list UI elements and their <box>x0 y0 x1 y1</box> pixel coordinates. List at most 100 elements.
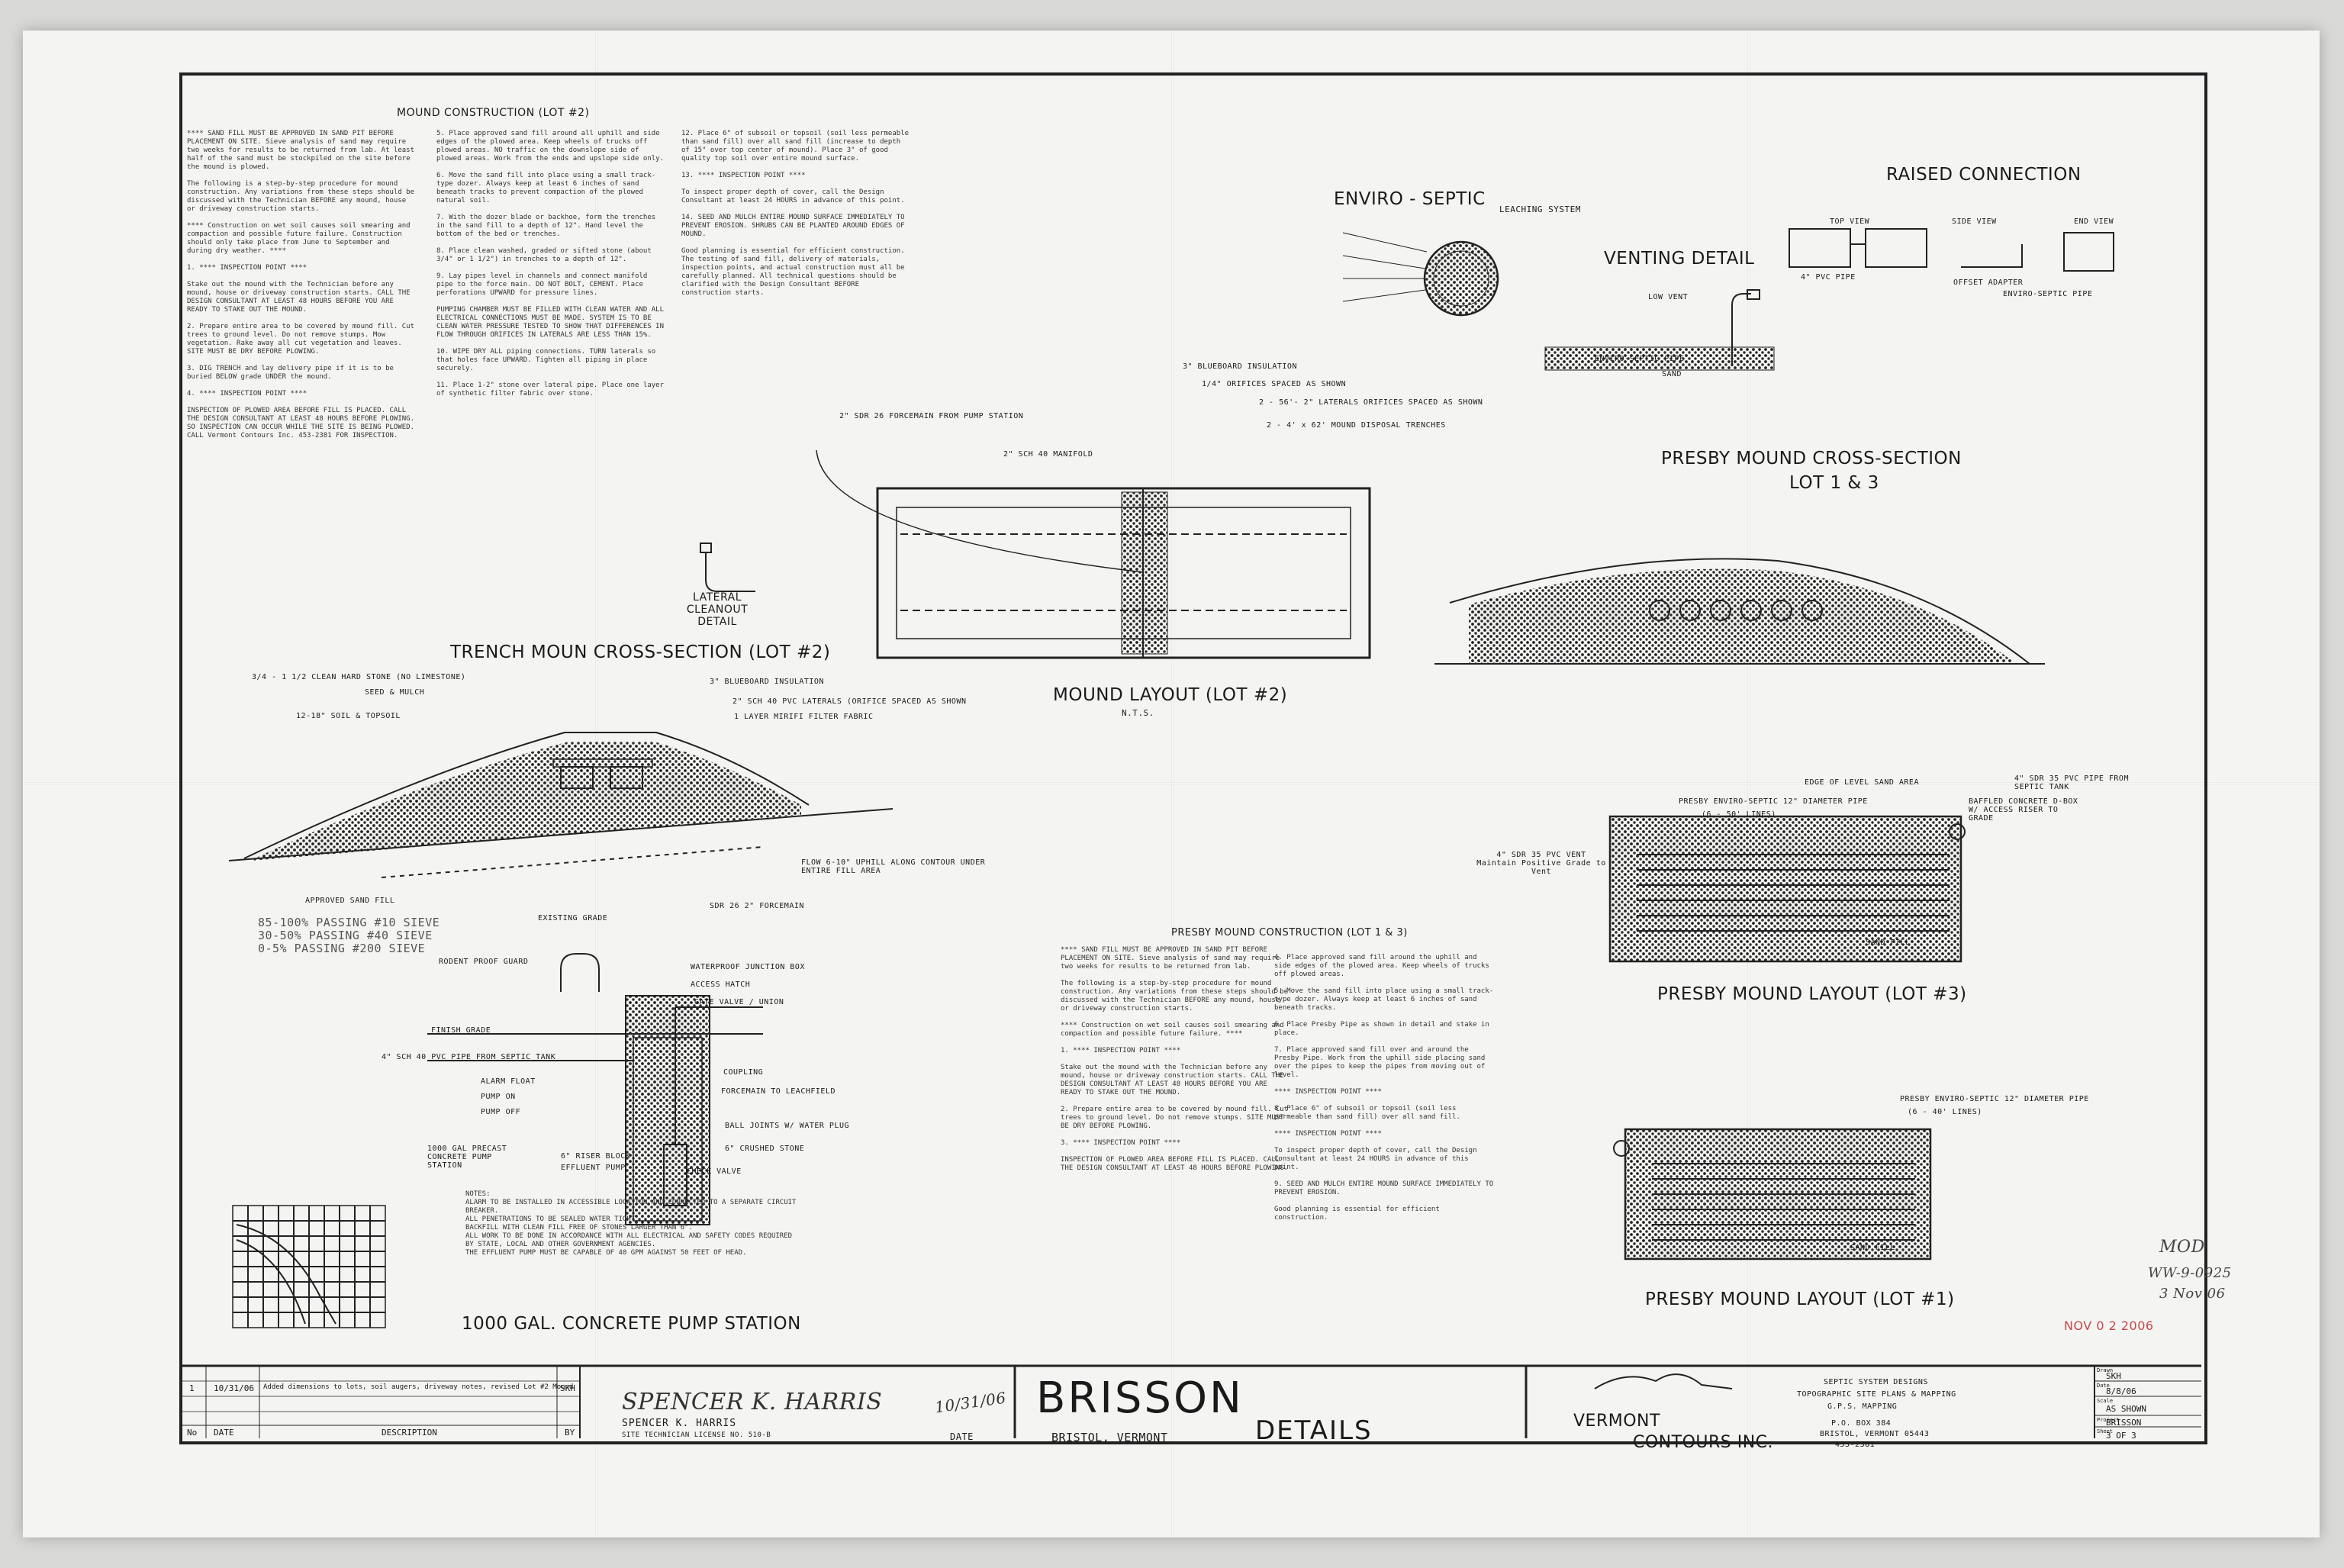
label-approved-sand: APPROVED SAND FILL <box>305 897 395 905</box>
label-pipe-from-tank: 4" SDR 35 PVC PIPE FROM SEPTIC TANK <box>2014 774 2129 791</box>
license-number: SITE TECHNICIAN LICENSE NO. 510-B <box>622 1431 771 1439</box>
sheet-title: DETAILS <box>1255 1415 1373 1446</box>
heading-lateral-cleanout: LATERAL CLEANOUT DETAIL <box>686 591 749 628</box>
label-presby-pipe-lot3: PRESBY ENVIRO-SEPTIC 12" DIAMETER PIPE <box>1679 797 1868 806</box>
address-2: BRISTOL, VERMONT 05443 <box>1820 1430 1930 1438</box>
heading-venting-detail: VENTING DETAIL <box>1604 249 1755 269</box>
heading-pump-station: 1000 GAL. CONCRETE PUMP STATION <box>462 1314 801 1334</box>
services-2: TOPOGRAPHIC SITE PLANS & MAPPING <box>1797 1390 1956 1399</box>
label-access-hatch: ACCESS HATCH <box>691 980 751 989</box>
heading-trench-cross-section: TRENCH MOUN CROSS-SECTION (LOT #2) <box>450 642 831 662</box>
technician-name: SPENCER K. HARRIS <box>622 1418 737 1429</box>
heading-presby-cross-section-lot: LOT 1 & 3 <box>1789 473 1879 493</box>
label-coupling: COUPLING <box>723 1068 764 1077</box>
label-sand-fill-lot3: SAND FILL <box>1866 939 1911 947</box>
scale-label: Scale <box>2097 1398 2114 1404</box>
label-rodent-guard: RODENT PROOF GUARD <box>439 958 529 966</box>
label-side-view: SIDE VIEW <box>1952 217 1997 226</box>
enviro-septic-pipe-section <box>1342 232 1499 317</box>
label-orifices: 1/4" ORIFICES SPACED AS SHOWN <box>1202 380 1347 388</box>
label-gate-valve: GATE VALVE / UNION <box>694 998 784 1006</box>
date-label: DATE <box>950 1431 974 1442</box>
rev-no: 1 <box>189 1383 195 1393</box>
mound-construction-notes-2: 5. Place approved sand fill around all u… <box>436 130 665 398</box>
label-sand: SAND <box>1662 370 1682 378</box>
paper-fold <box>23 782 2320 785</box>
enviro-septic-subtitle: LEACHING SYSTEM <box>1499 204 1581 214</box>
label-vent: 4" SDR 35 PVC VENT Maintain Positive Gra… <box>1476 851 1606 876</box>
rev-description: Added dimensions to lots, soil augers, d… <box>263 1383 574 1391</box>
company-name-2: CONTOURS INC. <box>1633 1433 1774 1452</box>
date-field-label: Date <box>2097 1383 2110 1389</box>
label-sieve-1: 85-100% PASSING #10 SIEVE <box>258 916 440 929</box>
heading-mound-construction: MOUND CONSTRUCTION (LOT #2) <box>397 107 590 119</box>
drawn-label: Drawn <box>2097 1367 2114 1373</box>
label-finish-grade: FINISH GRADE <box>431 1026 491 1035</box>
presby-mound-cross-section <box>1434 558 2045 665</box>
label-offset-adapter: OFFSET ADAPTER <box>1953 279 2024 287</box>
col-date: DATE <box>214 1428 234 1438</box>
date-value: 8/8/06 <box>2106 1386 2136 1396</box>
label-sand-fill-lot1: SAND FILL <box>1850 1244 1895 1252</box>
handwritten-date: 3 Nov 06 <box>2159 1286 2226 1302</box>
label-forcemain-leach: FORCEMAIN TO LEACHFIELD <box>721 1087 836 1096</box>
presby-layout-lot1 <box>1613 1128 1932 1261</box>
company-name-1: VERMONT <box>1573 1412 1660 1431</box>
label-blueboard-2: 3" BLUEBOARD INSULATION <box>1183 362 1297 371</box>
handwritten-permit: WW-9-0925 <box>2148 1265 2232 1281</box>
label-enviro-pipe: ENVIRO-SEPTIC PIPE <box>1595 355 1685 363</box>
venting-detail <box>1544 289 1775 371</box>
label-flow: FLOW 6-10" UPHILL ALONG CONTOUR UNDER EN… <box>801 858 986 875</box>
client-name: BRISSON <box>1036 1373 1244 1423</box>
presby-construction-notes-1: **** SAND FILL MUST BE APPROVED IN SAND … <box>1061 946 1289 1172</box>
label-top-view: TOP VIEW <box>1830 217 1870 226</box>
label-pump-off: PUMP OFF <box>481 1108 521 1116</box>
sheet-label: Sheet <box>2097 1428 2114 1434</box>
label-trenches: 2 - 4' x 62' MOUND DISPOSAL TRENCHES <box>1267 421 1446 430</box>
label-manifold: 2" SCH 40 MANIFOLD <box>1003 450 1093 459</box>
label-clean-stone: 3/4 - 1 1/2 CLEAN HARD STONE (NO LIMESTO… <box>252 673 466 681</box>
label-edge-level: EDGE OF LEVEL SAND AREA <box>1805 778 1919 787</box>
label-filter-fabric: 1 LAYER MIRIFI FILTER FABRIC <box>734 713 874 721</box>
drawn-value: SKH <box>2106 1371 2121 1381</box>
lateral-cleanout-detail <box>700 543 755 592</box>
drawing-sheet <box>23 31 2320 1537</box>
label-low-vent: LOW VENT <box>1648 293 1689 301</box>
label-sieve-3: 0-5% PASSING #200 SIEVE <box>258 942 426 955</box>
pump-performance-curve <box>232 1205 386 1328</box>
phone: 453-2381 <box>1835 1441 1876 1449</box>
heading-presby-layout-lot3: PRESBY MOUND LAYOUT (LOT #3) <box>1657 984 1967 1004</box>
label-inlet-pipe: 4" SCH 40 PVC PIPE FROM SEPTIC TANK <box>382 1053 556 1061</box>
label-forcemain: SDR 26 2" FORCEMAIN <box>710 902 804 910</box>
label-forcemain-pump: 2" SDR 26 FORCEMAIN FROM PUMP STATION <box>839 412 1024 420</box>
label-presby-pipe-lot1: PRESBY ENVIRO-SEPTIC 12" DIAMETER PIPE <box>1900 1095 2089 1103</box>
technician-signature: SPENCER K. HARRIS <box>622 1389 883 1415</box>
heading-raised-connection: RAISED CONNECTION <box>1886 165 2082 185</box>
heading-enviro-septic: ENVIRO - SEPTIC <box>1334 189 1486 209</box>
label-waterproof-box: WATERPROOF JUNCTION BOX <box>691 963 805 971</box>
heading-presby-layout-lot1: PRESBY MOUND LAYOUT (LOT #1) <box>1645 1289 1955 1309</box>
label-pvc-laterals: 2" SCH 40 PVC LATERALS (ORIFICE SPACED A… <box>732 697 967 706</box>
label-blueboard: 3" BLUEBOARD INSULATION <box>710 678 824 686</box>
pump-station-section <box>427 953 763 1225</box>
label-ball-joints: BALL JOINTS W/ WATER PLUG <box>725 1122 850 1130</box>
label-pump-on: PUMP ON <box>481 1093 516 1101</box>
mound-construction-notes-3: 12. Place 6" of subsoil or topsoil (soil… <box>681 130 910 297</box>
label-effluent-pump: EFFLUENT PUMP <box>561 1164 626 1172</box>
label-lines-lot1: (6 - 40' LINES) <box>1908 1108 1982 1116</box>
scale-value: AS SHOWN <box>2106 1404 2146 1414</box>
presby-layout-lot3 <box>1608 815 1966 963</box>
project-location: BRISTOL, VERMONT <box>1051 1431 1168 1444</box>
rev-by: SKH <box>560 1383 575 1393</box>
received-stamp: NOV 0 2 2006 <box>2064 1318 2154 1333</box>
col-no: No <box>187 1428 198 1438</box>
pump-station-notes: NOTES: ALARM TO BE INSTALLED IN ACCESSIB… <box>465 1190 797 1257</box>
title-block-lines <box>182 1364 2201 1438</box>
heading-presby-construction: PRESBY MOUND CONSTRUCTION (LOT 1 & 3) <box>1171 927 1408 939</box>
presby-construction-notes-2: 4. Place approved sand fill around the u… <box>1274 954 1494 1222</box>
label-existing-grade: EXISTING GRADE <box>538 914 608 922</box>
label-lines-lot3: (6 - 50' LINES) <box>1702 810 1776 819</box>
label-alarm-float: ALARM FLOAT <box>481 1077 536 1086</box>
label-check-valve: CHECK VALVE <box>687 1167 742 1176</box>
